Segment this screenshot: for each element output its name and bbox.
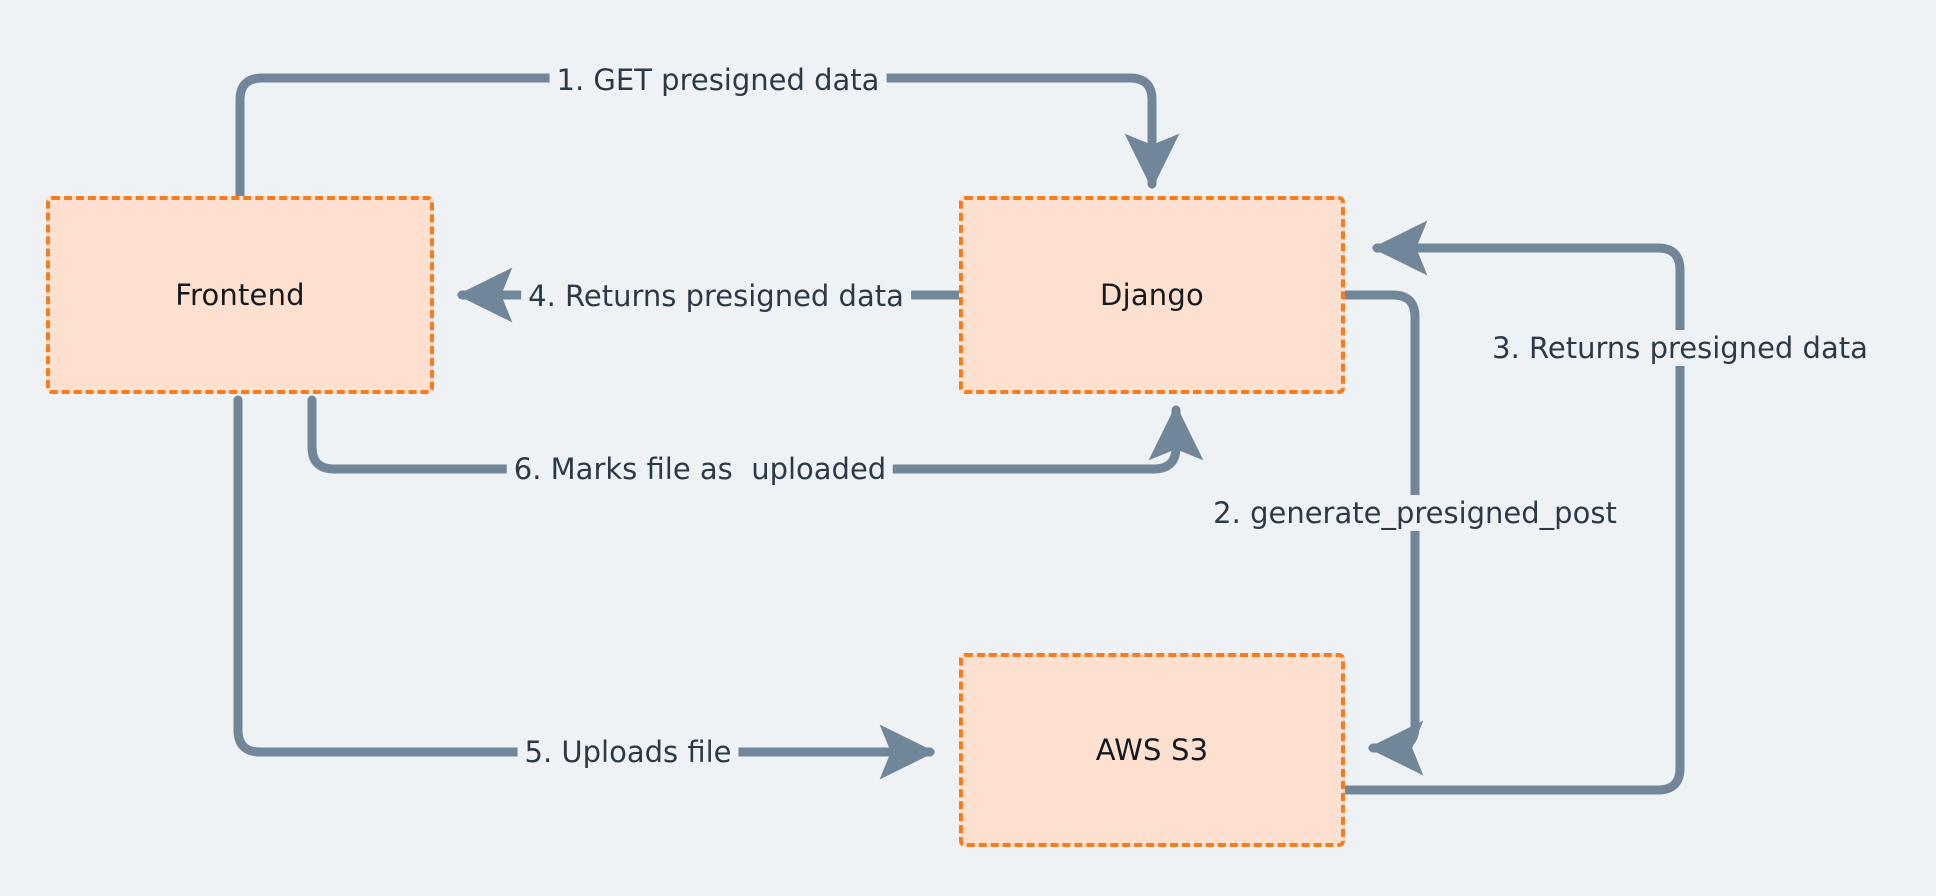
edge-path-3 <box>1340 220 1685 795</box>
node-aws-s3-label: AWS S3 <box>1095 733 1209 767</box>
node-aws-s3[interactable]: AWS S3 <box>959 653 1345 847</box>
edge-label-1: 1. GET presigned data <box>549 62 887 98</box>
edge-path-5 <box>233 395 936 780</box>
edge-label-5: 5. Uploads file <box>517 734 739 770</box>
node-django[interactable]: Django <box>959 196 1345 394</box>
edge-label-4: 4. Returns presigned data <box>521 278 911 314</box>
edge-label-3: 3. Returns presigned data <box>1485 330 1875 366</box>
edge-label-6: 6. Marks file as uploaded <box>506 451 894 487</box>
node-django-label: Django <box>1100 278 1204 312</box>
node-frontend-label: Frontend <box>175 278 305 312</box>
edge-label-2: 2. generate_presigned_post <box>1206 495 1624 531</box>
node-frontend[interactable]: Frontend <box>46 196 434 394</box>
